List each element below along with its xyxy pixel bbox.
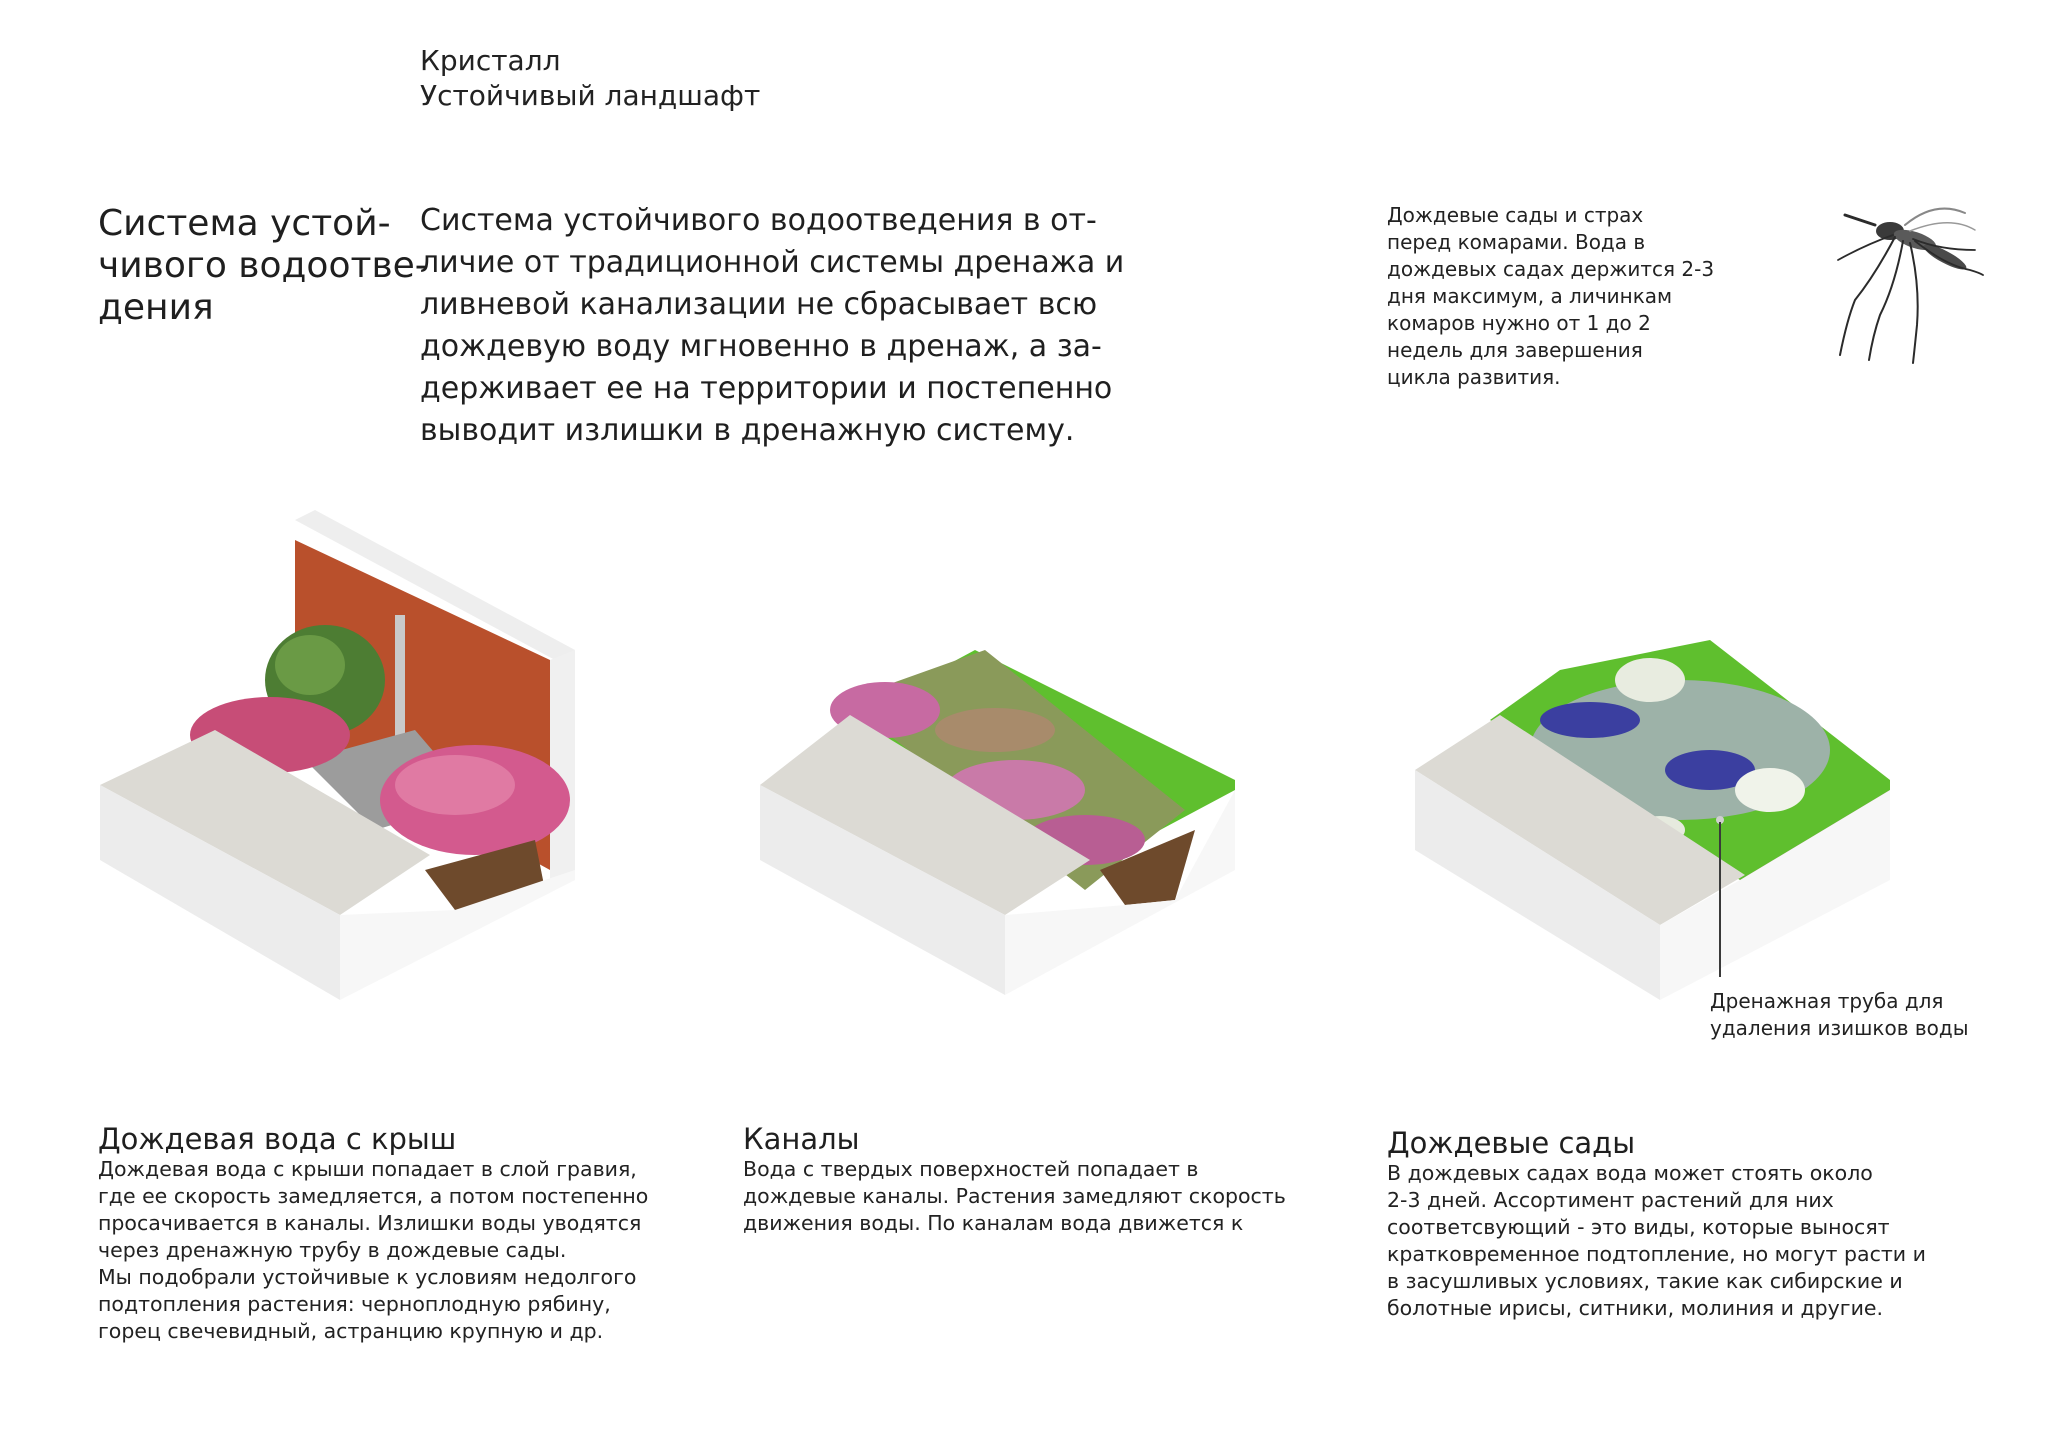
intro-line: Система устойчивого водоотведения в от- <box>420 203 1097 238</box>
caption-body: Вода с твердых поверхностей попадает в д… <box>743 1156 1286 1237</box>
mosquito-note: Дождевые сады и страх перед комарами. Во… <box>1387 202 1714 391</box>
note-line: перед комарами. Вода в <box>1387 230 1646 254</box>
note-line: комаров нужно от 1 до 2 <box>1387 311 1651 335</box>
section-title-line: Система устой- <box>98 203 391 244</box>
channel-soil <box>1100 830 1195 905</box>
caption-line: через дренажную трубу в дождевые сады. <box>98 1238 567 1262</box>
intro-paragraph: Система устойчивого водоотведения в от- … <box>420 200 1124 452</box>
rain-garden-diagram <box>1410 640 1890 1000</box>
note-line: недель для завершения <box>1387 338 1643 362</box>
caption-line: где ее скорость замедляется, а потом пос… <box>98 1184 649 1208</box>
caption-line: Вода с твердых поверхностей попадает в <box>743 1157 1199 1181</box>
section-title: Система устой- чивого водоотве- дения <box>98 203 428 329</box>
downpipe <box>395 615 405 765</box>
concrete-slab <box>100 730 430 915</box>
project-name: Кристалл <box>420 44 561 77</box>
drain-pipe-marker <box>1716 816 1724 824</box>
caption-line: 2-3 дней. Ассортимент растений для них <box>1387 1188 1834 1212</box>
intro-line: выводит излишки в дренажную систему. <box>420 413 1075 448</box>
caption-line: В дождевых садах вода может стоять около <box>1387 1161 1873 1185</box>
caption-line: просачивается в каналы. Излишки воды уво… <box>98 1211 642 1235</box>
white-flowers <box>1615 658 1685 702</box>
intro-line: ливневой канализации не сбрасывает всю <box>420 287 1098 322</box>
roof-rainwater-diagram <box>95 500 595 1000</box>
caption-line: Дождевая вода с крыши попадает в слой гр… <box>98 1157 637 1181</box>
caption-line: горец свечевидный, астранцию крупную и д… <box>98 1319 604 1343</box>
section-title-line: чивого водоотве- <box>98 245 428 286</box>
caption-line: движения воды. По каналам вода движется … <box>743 1211 1244 1235</box>
caption-rain-gardens: Дождевые сады В дождевых садах вода може… <box>1387 1126 1926 1322</box>
note-line: цикла развития. <box>1387 365 1561 389</box>
intro-line: личие от традиционной системы дренажа и <box>420 245 1125 280</box>
caption-line: болотные ирисы, ситники, молиния и други… <box>1387 1296 1884 1320</box>
intro-line: держивает ее на территории и постепенно <box>420 371 1113 406</box>
note-line: дождевых садах держится 2-3 <box>1387 257 1715 281</box>
mosquito-icon <box>1835 195 1985 365</box>
caption-line: подтопления растения: черноплодную рябин… <box>98 1292 611 1316</box>
note-line: Дождевые сады и страх <box>1387 203 1644 227</box>
channels-diagram <box>755 640 1235 1000</box>
caption-line: дождевые каналы. Растения замедляют скор… <box>743 1184 1286 1208</box>
iris-plants <box>1540 702 1640 738</box>
caption-title: Каналы <box>743 1122 860 1156</box>
pipe-leader-line <box>1719 822 1721 977</box>
note-line: дня максимум, а личинкам <box>1387 284 1673 308</box>
pipe-label-line: удаления изишков воды <box>1710 1016 1969 1040</box>
caption-title: Дождевые сады <box>1387 1126 1636 1160</box>
caption-line: Мы подобрали устойчивые к условиям недол… <box>98 1265 637 1289</box>
caption-roof-rainwater: Дождевая вода с крыш Дождевая вода с кры… <box>98 1122 648 1345</box>
project-subtitle: Устойчивый ландшафт <box>420 79 761 112</box>
caption-title: Дождевая вода с крыш <box>98 1122 457 1156</box>
caption-body: В дождевых садах вода может стоять около… <box>1387 1160 1926 1322</box>
pipe-label-line: Дренажная труба для <box>1710 989 1944 1013</box>
caption-line: кратковременное подтопление, но могут ра… <box>1387 1242 1926 1266</box>
caption-line: в засушливых условиях, такие как сибирск… <box>1387 1269 1903 1293</box>
caption-line: соответсвующий - это виды, которые вынос… <box>1387 1215 1890 1239</box>
caption-body: Дождевая вода с крыши попадает в слой гр… <box>98 1156 648 1345</box>
section-title-line: дения <box>98 287 214 328</box>
pipe-label: Дренажная труба для удаления изишков вод… <box>1710 988 1969 1042</box>
intro-line: дождевую воду мгновенно в дренаж, а за- <box>420 329 1102 364</box>
caption-channels: Каналы Вода с твердых поверхностей попад… <box>743 1122 1286 1237</box>
